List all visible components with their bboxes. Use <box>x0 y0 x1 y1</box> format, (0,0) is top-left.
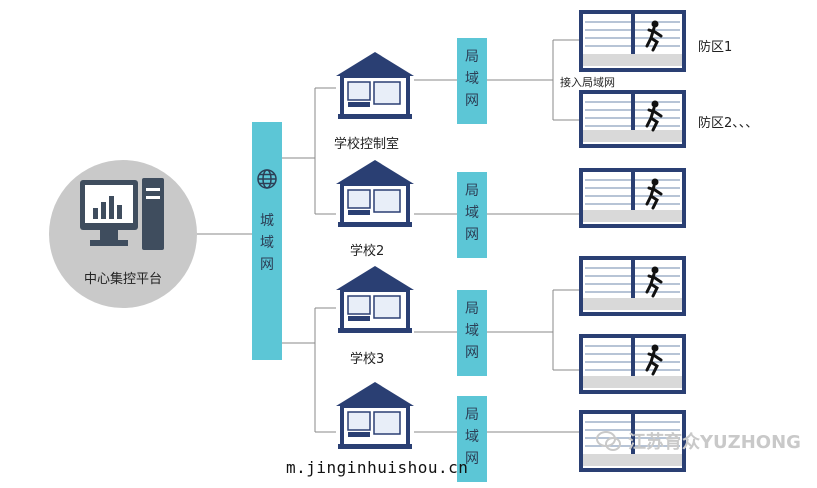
access-lan-label: 接入局域网 <box>560 76 615 89</box>
lan-char: 局 <box>465 407 479 423</box>
city-network-bar <box>252 122 282 360</box>
lan-label: 局 域 网 <box>457 180 487 246</box>
school-node <box>334 158 416 232</box>
school-label: 学校3 <box>350 352 385 367</box>
lan-char: 域 <box>465 323 479 339</box>
lan-label: 局 域 网 <box>457 298 487 364</box>
city-network-char: 域 <box>260 235 274 251</box>
url-text: m.jinginhuishou.cn <box>286 458 469 477</box>
central-platform-label: 中心集控平台 <box>83 272 162 287</box>
fence-zone-icon <box>579 168 686 228</box>
fence-zone-icon <box>579 90 686 148</box>
computer-chart-icon <box>80 178 164 250</box>
lan-char: 网 <box>465 451 479 467</box>
city-network-label: 城 域 网 <box>252 210 282 276</box>
lan-char: 局 <box>465 301 479 317</box>
watermark: 江苏育众YUZHONG <box>596 428 801 454</box>
city-network-char: 城 <box>260 213 274 229</box>
lan-label: 局 域 网 <box>457 46 487 112</box>
fence-zone-icon <box>579 334 686 394</box>
lan-bar <box>457 172 487 258</box>
lan-bar <box>457 38 487 124</box>
school-label: 学校控制室 <box>334 137 400 152</box>
lan-bar <box>457 290 487 376</box>
school-node <box>334 50 416 124</box>
wechat-icon <box>596 431 621 451</box>
school-building-icon <box>336 160 414 227</box>
lan-bar <box>457 396 487 482</box>
lan-char: 域 <box>465 429 479 445</box>
school-node <box>334 264 416 338</box>
watermark-text: 江苏育众YUZHONG <box>628 432 801 453</box>
zone-label: 防区2、、、 <box>698 116 759 131</box>
globe-icon <box>257 169 277 189</box>
lan-char: 网 <box>465 227 479 243</box>
school-node <box>334 380 416 454</box>
school-label: 学校2 <box>350 244 385 259</box>
school-building-icon <box>336 52 414 119</box>
lan-label: 局 域 网 <box>457 404 487 470</box>
city-network-char: 网 <box>260 257 274 273</box>
fence-zone-icon <box>579 10 686 72</box>
zone-label: 防区1 <box>698 40 733 55</box>
lan-char: 网 <box>465 345 479 361</box>
lan-char: 局 <box>465 183 479 199</box>
lan-char: 域 <box>465 205 479 221</box>
fence-zone-icon <box>579 256 686 316</box>
lan-char: 局 <box>465 49 479 65</box>
lan-char: 网 <box>465 93 479 109</box>
lan-char: 域 <box>465 71 479 87</box>
school-building-icon <box>336 266 414 333</box>
school-building-icon <box>336 382 414 449</box>
